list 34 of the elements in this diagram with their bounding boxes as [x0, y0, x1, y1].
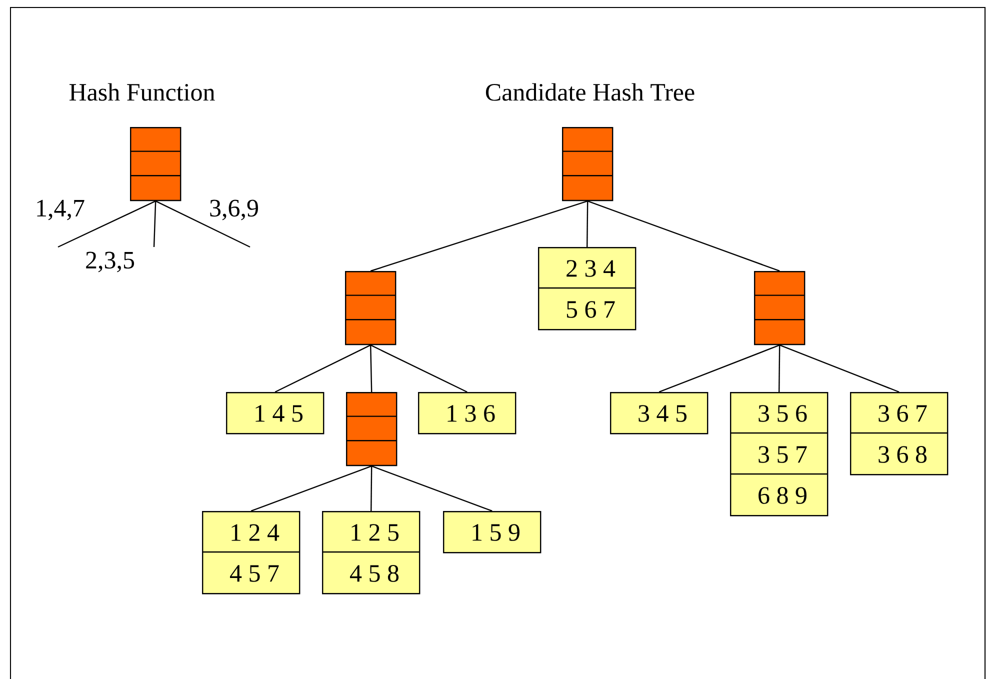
itemset-leaf: 1 3 6	[418, 392, 516, 434]
branch-line	[658, 344, 780, 393]
itemset-leaf: 1 4 5	[226, 392, 324, 434]
itemset-leaf: 2 3 4 5 6 7	[538, 247, 636, 330]
itemset-leaf: 3 6 7 3 6 8	[850, 392, 948, 476]
hash-bucket-box	[130, 127, 182, 202]
hash-bucket-box	[346, 392, 398, 466]
hash-branch-line	[155, 200, 250, 248]
branch-line	[778, 345, 780, 392]
branch-line	[370, 344, 468, 393]
itemset-leaf: 3 5 6 3 5 7 6 8 9	[730, 392, 828, 516]
branch-line	[370, 466, 372, 511]
branch-line	[587, 200, 780, 272]
itemset-leaf: 3 4 5	[610, 392, 708, 434]
branch-line	[371, 466, 492, 512]
hash-branch-line	[153, 201, 156, 248]
heading: Candidate Hash Tree	[486, 83, 694, 101]
hash-branch-line	[58, 200, 156, 248]
edge-label: 1,4,7	[37, 200, 84, 220]
itemset-leaf: 1 5 9	[443, 511, 542, 554]
hash-bucket-box	[345, 271, 396, 346]
hash-bucket-box	[754, 271, 806, 346]
branch-line	[586, 201, 588, 247]
branch-line	[370, 345, 372, 392]
branch-line	[779, 344, 900, 393]
branch-line	[370, 200, 588, 272]
edge-label: 3,6,9	[210, 200, 258, 220]
branch-line	[250, 466, 372, 512]
branch-line	[274, 344, 371, 393]
heading: Hash Function	[69, 83, 215, 101]
itemset-leaf: 1 2 4 4 5 7	[202, 511, 300, 594]
itemset-leaf: 1 2 5 4 5 8	[322, 511, 420, 594]
edge-label: 2,3,5	[86, 252, 134, 272]
hash-bucket-box	[562, 127, 614, 202]
